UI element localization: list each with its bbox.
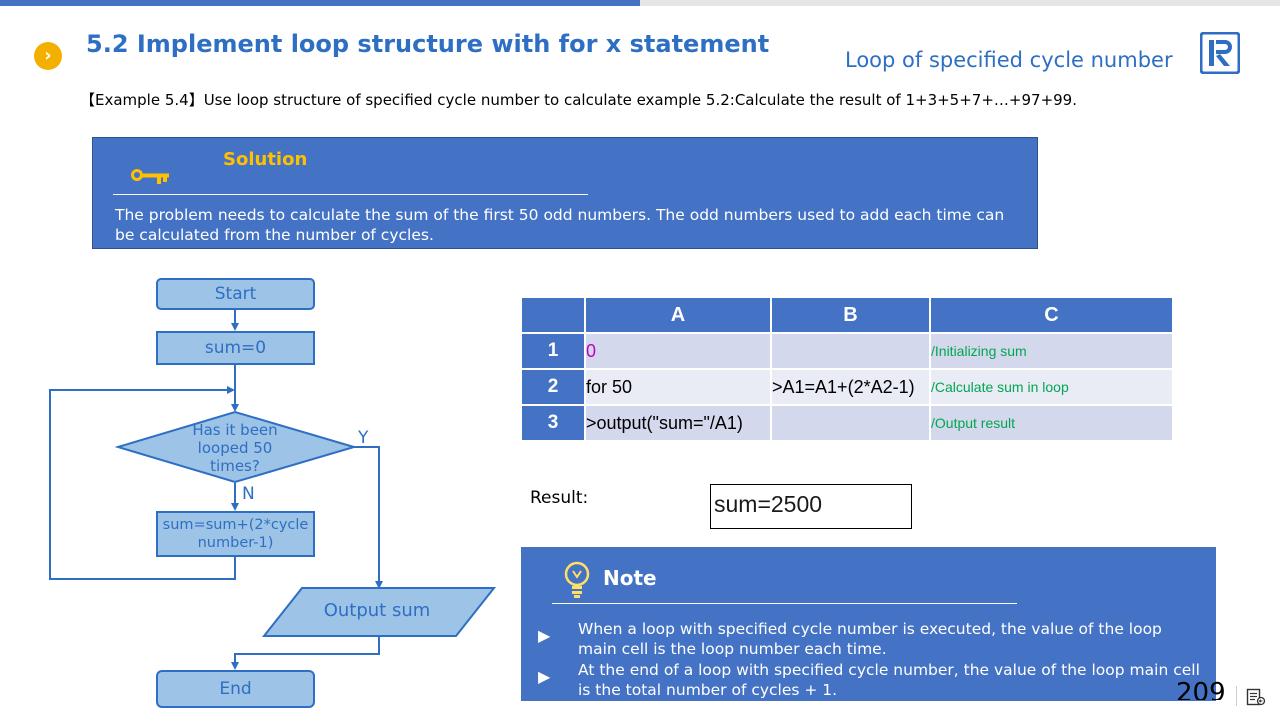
top-progress-bar <box>0 0 640 6</box>
column-header-b: B <box>770 296 931 334</box>
flow-no-label: N <box>242 484 255 504</box>
flow-body-label: sum=sum+(2*cycle number-1) <box>162 517 309 551</box>
example-statement: 【Example 5.4】Use loop structure of speci… <box>80 91 1077 109</box>
key-icon <box>131 169 169 184</box>
top-progress-track <box>640 0 1280 6</box>
page-subtitle: Loop of specified cycle number <box>845 48 1173 72</box>
column-header-a: A <box>584 296 772 334</box>
flow-end-label: End <box>219 679 252 699</box>
solution-title: Solution <box>223 149 308 170</box>
bullet-arrow-icon: ▶ <box>538 667 551 686</box>
brand-logo-icon <box>1200 32 1240 74</box>
slide-notes-icon[interactable] <box>1246 688 1266 706</box>
flow-start: Start <box>156 278 315 310</box>
column-header-c: C <box>929 296 1174 334</box>
flow-condition-label: Has it been looped 50 times? <box>192 421 278 475</box>
row-number: 1 <box>520 332 586 370</box>
flow-init-label: sum=0 <box>204 338 267 358</box>
flow-yes-label: Y <box>358 428 369 448</box>
corner-cell <box>520 296 586 334</box>
cell-a1[interactable]: 0 <box>584 332 772 370</box>
cell-a3[interactable]: >output("sum="/A1) <box>584 404 772 442</box>
cell-b2[interactable]: >A1=A1+(2*A2-1) <box>770 368 931 406</box>
note-item: When a loop with specified cycle number … <box>578 620 1162 658</box>
note-title: Note <box>603 566 657 590</box>
flow-start-label: Start <box>214 284 257 304</box>
result-label: Result: <box>530 488 589 508</box>
table-row: 3 >output("sum="/A1) /Output result <box>520 404 1174 442</box>
table-row: 1 0 /Initializing sum <box>520 332 1174 370</box>
flow-end: End <box>156 670 315 708</box>
table-row: 2 for 50 >A1=A1+(2*A2-1) /Calculate sum … <box>520 368 1174 406</box>
flow-init: sum=0 <box>156 331 315 365</box>
row-number: 2 <box>520 368 586 406</box>
bullet-arrow-icon: ▶ <box>538 626 551 645</box>
note-item: At the end of a loop with specified cycl… <box>578 661 1200 699</box>
page-title: 5.2 Implement loop structure with for x … <box>86 30 770 58</box>
cell-b3[interactable] <box>770 404 931 442</box>
solution-divider <box>113 194 588 195</box>
footer-divider <box>1236 686 1237 706</box>
solution-text: The problem needs to calculate the sum o… <box>115 206 1005 244</box>
page-number: 209 <box>1176 678 1226 708</box>
note-panel <box>521 547 1216 701</box>
result-value: sum=2500 <box>710 484 912 529</box>
cell-b1[interactable] <box>770 332 931 370</box>
note-divider <box>552 603 1017 604</box>
lightbulb-icon <box>564 561 590 598</box>
solution-panel <box>92 137 1038 249</box>
cell-c1[interactable]: /Initializing sum <box>929 332 1174 370</box>
cell-c2[interactable]: /Calculate sum in loop <box>929 368 1174 406</box>
code-grid: A B C 1 0 /Initializing sum 2 for 50 >A1… <box>520 296 1174 442</box>
row-number: 3 <box>520 404 586 442</box>
flow-output-label: Output sum <box>323 600 431 621</box>
flow-body: sum=sum+(2*cycle number-1) <box>156 511 315 557</box>
chevron-right-icon: › <box>34 42 62 70</box>
flowchart-connectors <box>49 309 497 670</box>
cell-a2[interactable]: for 50 <box>584 368 772 406</box>
cell-c3[interactable]: /Output result <box>929 404 1174 442</box>
